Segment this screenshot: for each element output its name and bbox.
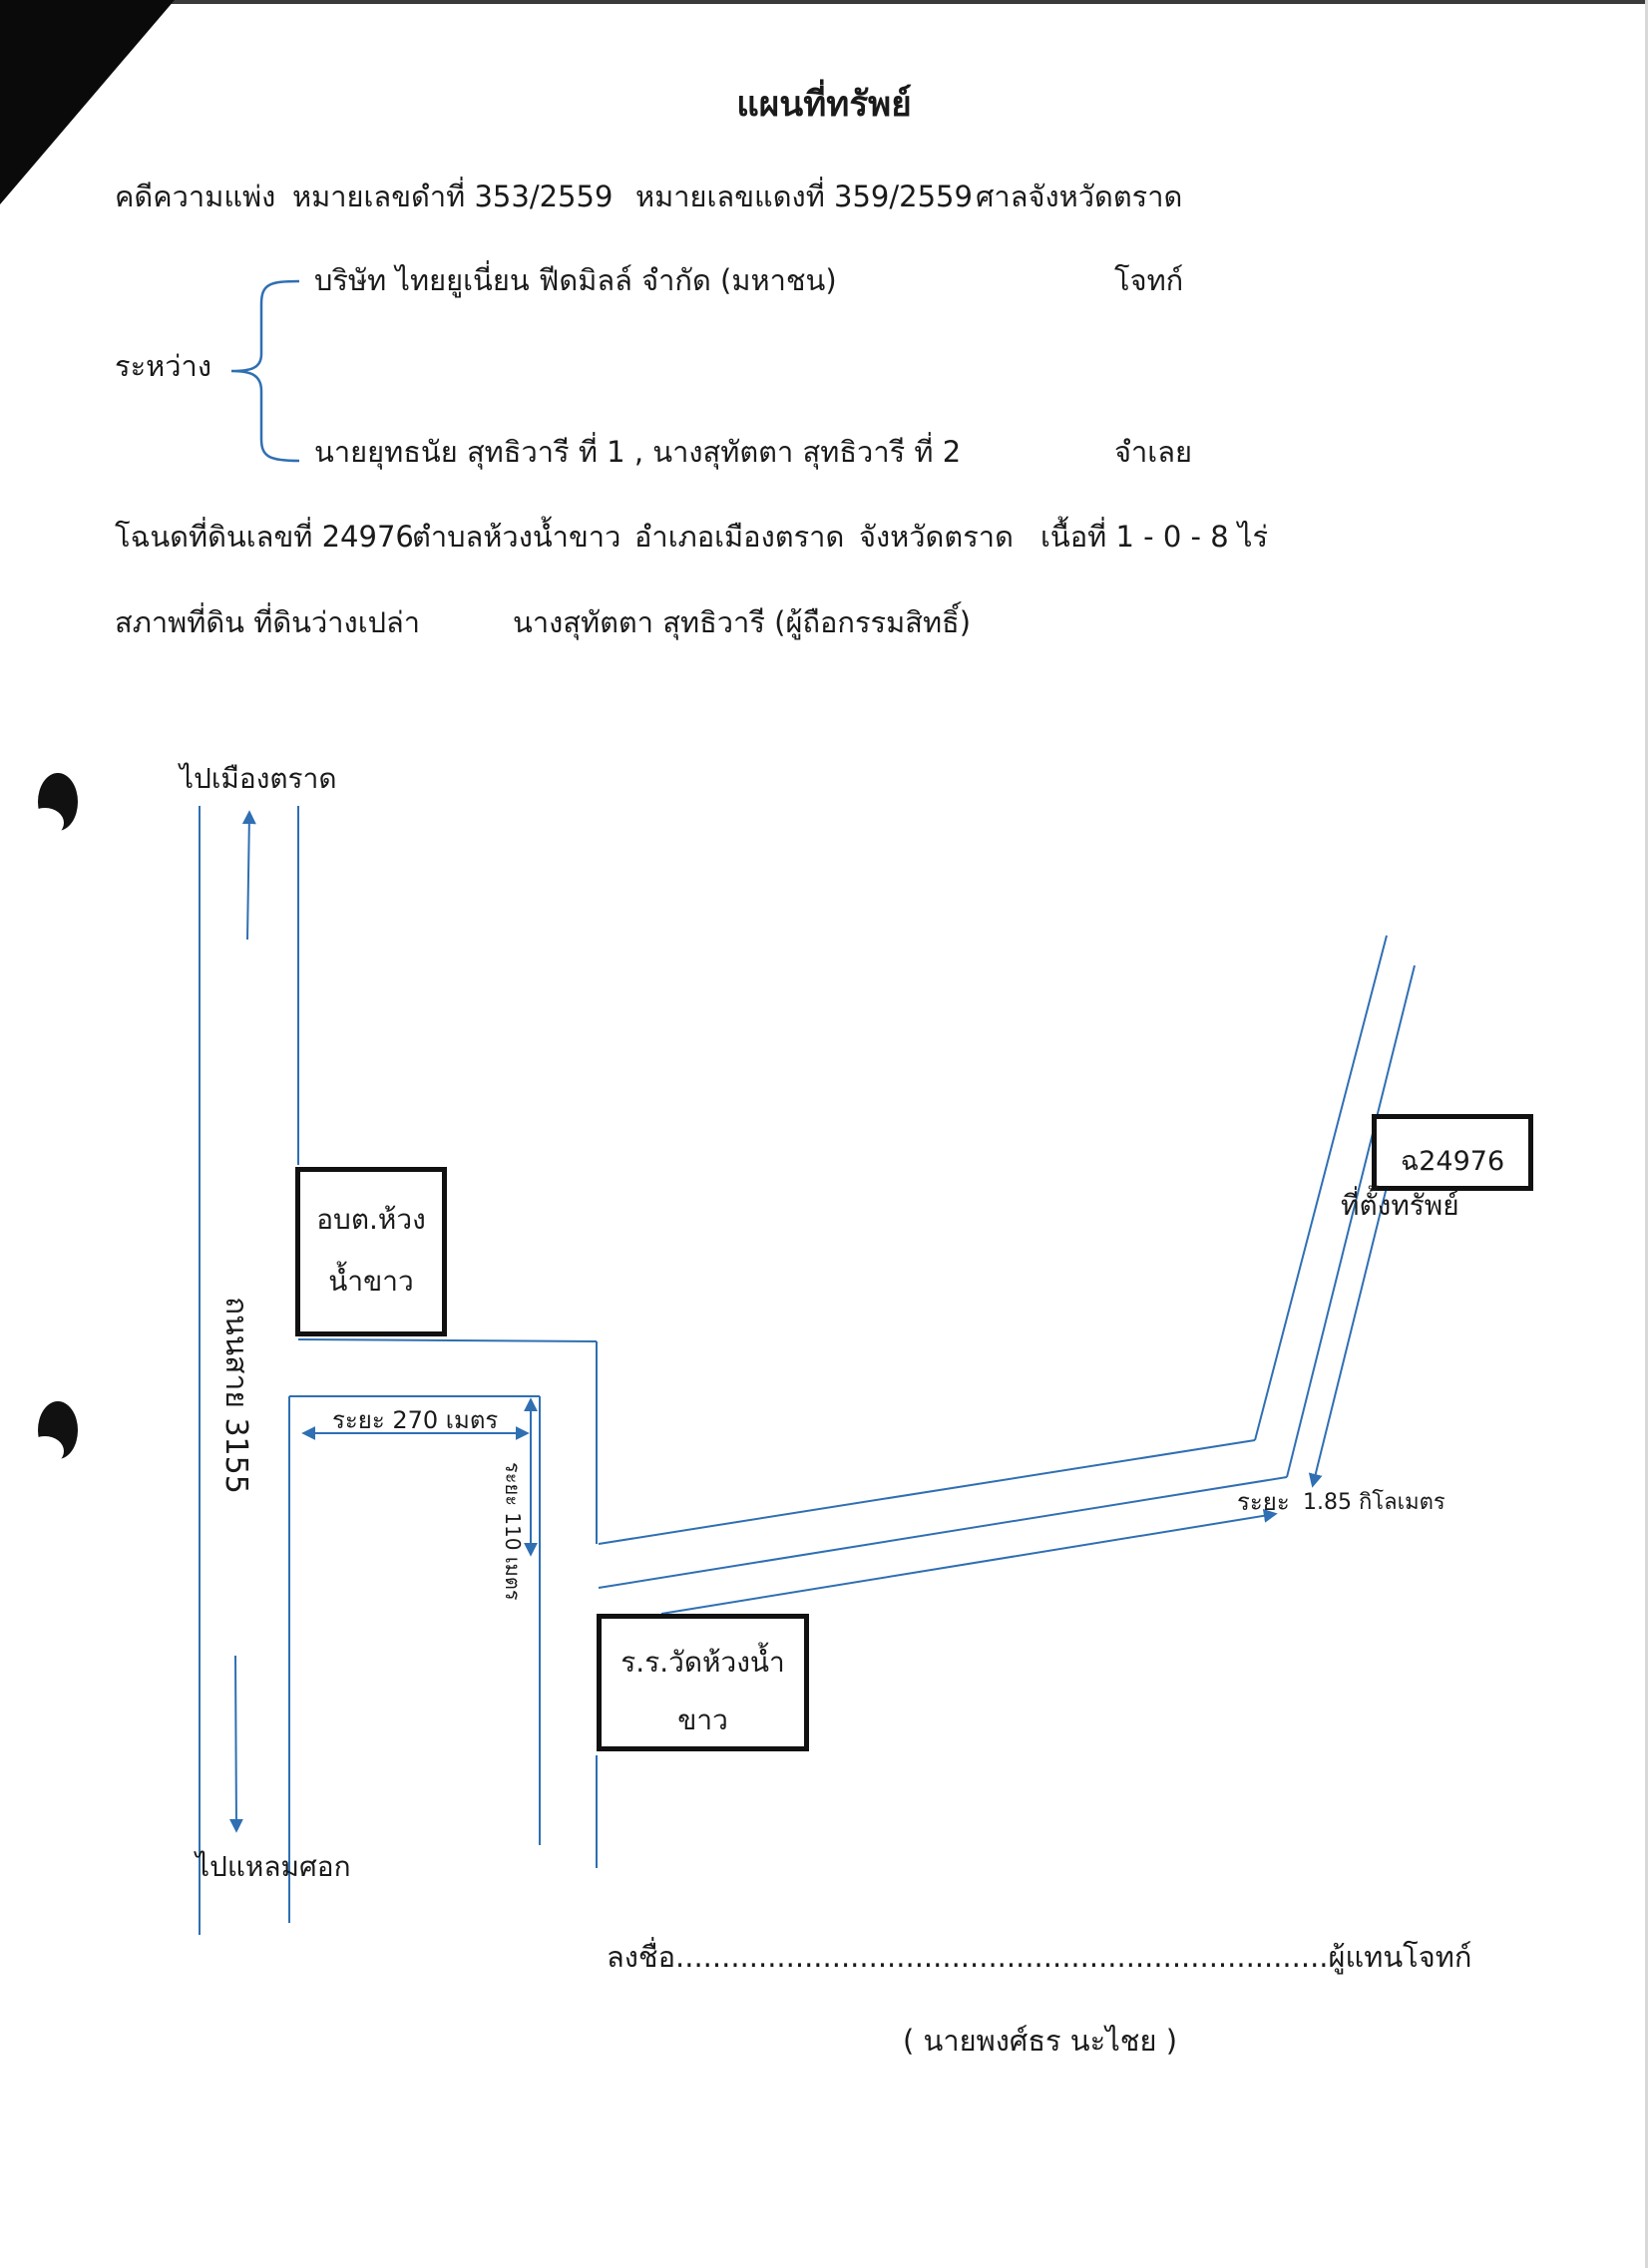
scan-top-edge	[0, 0, 1648, 4]
plaintiff-name: บริษัท ไทยยูเนี่ยน ฟีดมิลล์ จำกัด (มหาชน…	[314, 263, 837, 297]
signature-line: ลงชื่อ..................................…	[607, 1940, 1472, 1974]
long-road-upper-edge	[598, 1439, 1256, 1545]
tao-office-box: อบต.ห้วง น้ำขาว	[295, 1167, 447, 1336]
arrow-to-trat	[241, 810, 256, 941]
deed-number: โฉนดที่ดินเลขที่ 24976	[115, 520, 414, 554]
distance-110m-label: ระยะ 110 เมตร	[501, 1462, 525, 1601]
arrow-185km-bend	[1308, 1158, 1395, 1488]
arrow-to-laem-sok	[228, 1655, 243, 1833]
court-name: ศาลจังหวัดตราด	[976, 180, 1183, 213]
school-box: ร.ร.วัดห้วงน้ำ ขาว	[597, 1614, 809, 1751]
long-road-bend-upper	[1254, 935, 1388, 1441]
property-location-label: ที่ตั้งทรัพย์	[1341, 1189, 1459, 1222]
page-title: แผนที่ทรัพย์	[736, 85, 912, 125]
scan-right-edge	[1645, 0, 1648, 2268]
deed-box: ฉ24976	[1372, 1114, 1533, 1191]
arrow-185km-road	[660, 1508, 1278, 1615]
defendant-role: จำเลย	[1114, 435, 1192, 469]
deed-district: อำเภอเมืองตราด	[634, 520, 845, 554]
punch-hole-top-light	[26, 808, 64, 838]
between-label: ระหว่าง	[115, 349, 211, 383]
side-road-top-edge	[297, 1338, 598, 1342]
school-line2: ขาว	[677, 1703, 728, 1736]
punch-hole-bottom-light	[26, 1436, 64, 1466]
deed-box-number: ฉ24976	[1400, 1146, 1505, 1177]
land-condition: สภาพที่ดิน ที่ดินว่างเปล่า	[115, 605, 421, 639]
distance-185km-prefix: ระยะ	[1237, 1488, 1290, 1516]
label-to-trat: ไปเมืองตราด	[180, 762, 337, 795]
distance-185km-value: 1.85 กิโลเมตร	[1303, 1490, 1445, 1515]
school-line1: ร.ร.วัดห้วงน้ำ	[620, 1646, 785, 1679]
black-case-number: หมายเลขดำที่ 353/2559	[292, 180, 614, 213]
tao-office-line1: อบต.ห้วง	[316, 1203, 426, 1236]
defendant-name: นายยุทธนัย สุทธิวารี ที่ 1 , นางสุทัตตา …	[314, 435, 962, 469]
case-type: คดีความแพ่ง	[115, 180, 276, 213]
red-case-number: หมายเลขแดงที่ 359/2559	[635, 180, 973, 213]
signatory-name: ( นายพงศ์ธร นะไชย )	[903, 2024, 1178, 2058]
land-owner: นางสุทัตตา สุทธิวารี (ผู้ถือกรรมสิทธิ์)	[513, 605, 972, 639]
deed-province: จังหวัดตราด	[859, 520, 1014, 554]
label-to-laem-sok: ไปแหลมศอก	[196, 1850, 351, 1883]
road-3155-label: ถนนสาย 3155	[218, 1297, 253, 1494]
long-road-bend-lower	[1286, 964, 1416, 1478]
tao-office-line2: น้ำขาว	[328, 1265, 414, 1298]
deed-area: เนื้อที่ 1 - 0 - 8 ไร่	[1040, 520, 1269, 554]
deed-subdistrict: ตำบลห้วงน้ำขาว	[412, 520, 621, 554]
long-road-lower-edge	[598, 1476, 1288, 1589]
plaintiff-role: โจทก์	[1114, 263, 1184, 297]
distance-270m-label: ระยะ 270 เมตร	[332, 1406, 499, 1434]
scan-corner-shadow	[0, 0, 175, 204]
